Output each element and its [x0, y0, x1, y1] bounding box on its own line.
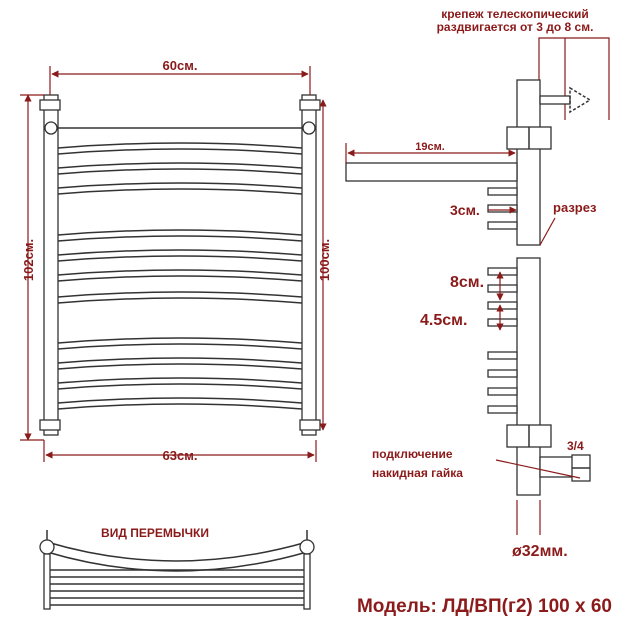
- connection-pipe: [539, 456, 577, 478]
- connection-line2: накидная гайка: [372, 466, 463, 480]
- section-label: разрез: [553, 200, 597, 215]
- side-rung: [487, 369, 518, 378]
- gap-45-label: 4.5см.: [420, 312, 467, 329]
- right-bottom-bracket: [299, 419, 321, 431]
- side-rung: [487, 351, 518, 360]
- right-top-bracket: [299, 99, 321, 111]
- left-bottom-bracket: [39, 419, 61, 431]
- dim-width-bottom: 63см.: [43, 440, 317, 463]
- mount-note-line2: раздвигается от 3 до 8 см.: [437, 20, 594, 34]
- rung-edge: [57, 188, 303, 195]
- jumper-title: ВИД ПЕРЕМЫЧКИ: [101, 526, 209, 540]
- upright-top-section: [516, 79, 541, 246]
- rung: [57, 377, 303, 384]
- upright-bottom-section: [516, 257, 541, 496]
- pipe-diameter-label: ø32мм.: [512, 543, 568, 560]
- rung: [57, 269, 303, 276]
- height-left-label: 102см.: [21, 239, 36, 281]
- width-top-label: 60см.: [163, 58, 198, 73]
- rung: [57, 397, 303, 404]
- side-rung: [487, 221, 518, 230]
- side-view: крепеж телескопический раздвигается от 3…: [345, 7, 610, 560]
- rungs: [57, 142, 303, 410]
- jumper-view: ВИД ПЕРЕМЫЧКИ: [39, 526, 315, 610]
- side-rung: [487, 301, 518, 310]
- rung-edge: [57, 148, 303, 155]
- side-rung: [487, 284, 518, 293]
- model-label: Модель: ЛД/ВП(г2) 100 х 60: [357, 596, 612, 617]
- dim-depth: 19см.: [345, 141, 516, 163]
- rung-edge: [57, 255, 303, 262]
- rung-depth-label: 3см.: [450, 202, 480, 218]
- dim-width-top: 60см.: [49, 58, 311, 95]
- left-top-bracket: [39, 99, 61, 111]
- rung-edge: [57, 297, 303, 304]
- gap-8-label: 8см.: [450, 274, 484, 291]
- right-cap: [302, 121, 316, 135]
- dim-height-left: 102см.: [20, 94, 44, 441]
- rung: [57, 337, 303, 344]
- rung-edge: [57, 383, 303, 390]
- left-upright: [43, 94, 59, 436]
- rung: [57, 182, 303, 189]
- rung: [57, 357, 303, 364]
- rung-edge: [57, 235, 303, 242]
- dim-height-right: 100см.: [317, 99, 332, 431]
- depth-label: 19см.: [415, 141, 445, 153]
- height-right-label: 100см.: [317, 239, 332, 281]
- front-view: 60см. 63см. 102см. 100см.: [20, 58, 332, 463]
- rung-edge: [57, 343, 303, 350]
- side-rung: [487, 405, 518, 414]
- rung-edge: [57, 168, 303, 175]
- left-cap: [44, 121, 58, 135]
- side-rung: [487, 318, 518, 327]
- rung: [57, 291, 303, 298]
- rung-edge: [57, 403, 303, 410]
- rung-edge: [57, 363, 303, 370]
- rung-edge: [57, 275, 303, 282]
- rung: [57, 162, 303, 169]
- rung: [57, 229, 303, 236]
- mount-note-line1: крепеж телескопический: [441, 7, 589, 21]
- side-rung: [487, 267, 518, 276]
- side-rung: [487, 387, 518, 396]
- connection-line1: подключение: [372, 447, 453, 461]
- side-rung: [487, 204, 518, 213]
- rung: [57, 142, 303, 149]
- side-rung: [487, 187, 518, 196]
- top-bar-side: [345, 162, 518, 182]
- right-upright: [301, 94, 317, 436]
- width-bottom-label: 63см.: [163, 448, 198, 463]
- rung: [57, 249, 303, 256]
- thread-label: 3/4: [567, 439, 584, 453]
